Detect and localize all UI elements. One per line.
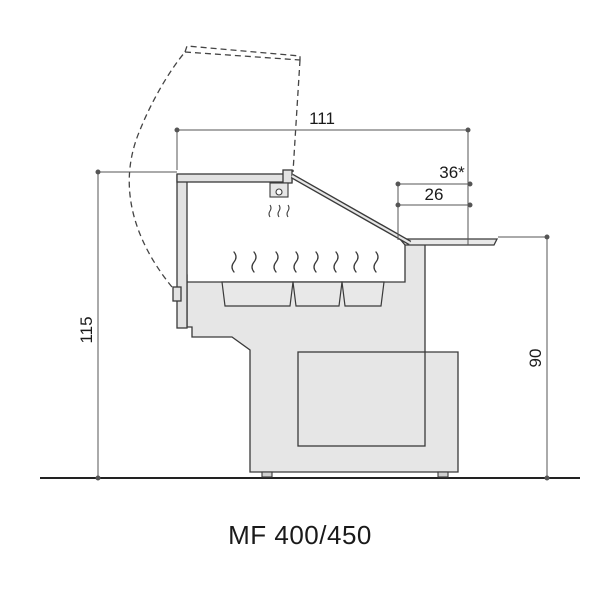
heat-lamp [268, 182, 290, 218]
dimension-lines [95, 127, 550, 481]
dim-shelf-depth-optional: 36* [439, 163, 465, 182]
model-label: MF 400/450 [228, 520, 372, 550]
rear-post [172, 174, 188, 329]
adjustable-feet [261, 471, 449, 478]
dim-shelf-depth: 26 [425, 185, 444, 204]
front-glass-highlight [291, 175, 411, 244]
steam-wisps [231, 251, 379, 273]
canopy-beam [176, 169, 293, 184]
food-pans [221, 281, 385, 307]
open-glass-dashed [128, 45, 301, 288]
dim-counter-height: 90 [526, 349, 545, 368]
dim-total-depth: 111 [309, 109, 335, 128]
dim-total-height: 115 [77, 316, 96, 343]
counter-body [179, 238, 499, 473]
